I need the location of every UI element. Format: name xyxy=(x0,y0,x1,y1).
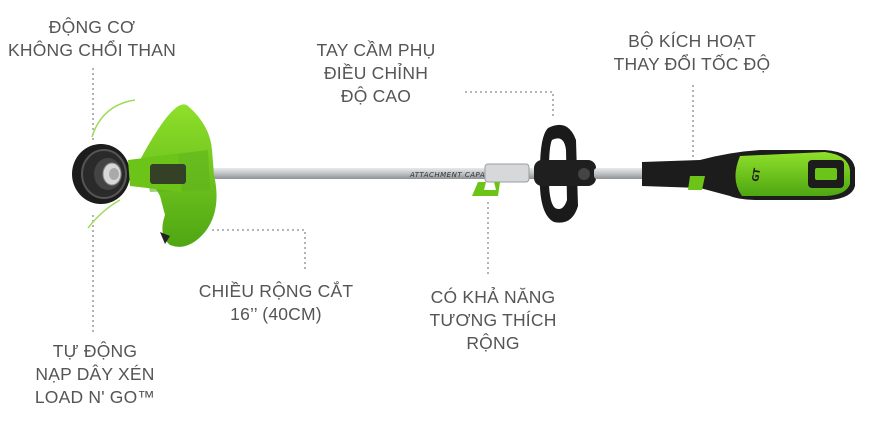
aux-handle-clamp xyxy=(534,160,596,186)
label-brushless-motor: ĐỘNG CƠ KHÔNG CHỔI THAN xyxy=(4,16,180,62)
label-compat-line1: CÓ KHẢ NĂNG xyxy=(430,287,556,307)
label-compat-line3: RỘNG xyxy=(466,333,520,353)
label-trigger-line1: BỘ KÍCH HOẠT xyxy=(628,31,756,51)
label-attachment-compat: CÓ KHẢ NĂNG TƯƠNG THÍCH RỘNG xyxy=(408,286,578,355)
label-compat-line2: TƯƠNG THÍCH xyxy=(429,310,557,330)
rear-shaft xyxy=(594,168,646,179)
label-aux-line3: ĐỘ CAO xyxy=(340,86,412,106)
trimmer-line-top xyxy=(91,99,136,138)
label-trigger-line2: THAY ĐỔI TỐC ĐỘ xyxy=(613,54,771,74)
main-shaft xyxy=(125,168,545,179)
label-motor-line2: KHÔNG CHỔI THAN xyxy=(8,40,176,60)
coupler-knob xyxy=(472,182,500,196)
label-auto-feed: TỰ ĐỘNG NẠP DÂY XÉN LOAD N' GO™ xyxy=(20,340,170,409)
svg-text:GT: GT xyxy=(751,167,763,183)
label-feed-line1: TỰ ĐỘNG xyxy=(52,341,138,361)
label-feed-line3: LOAD N' GO™ xyxy=(34,387,156,407)
leader-cut-width xyxy=(212,229,306,272)
label-motor-line1: ĐỘNG CƠ xyxy=(48,17,136,37)
label-cut-line1: CHIỀU RỘNG CẮT xyxy=(198,281,354,301)
shaft-text: ATTACHMENT CAPABLE xyxy=(409,171,500,179)
label-feed-line2: NẠP DÂY XÉN xyxy=(35,364,155,384)
line-cutter-blade xyxy=(160,232,170,244)
leader-lines xyxy=(92,68,694,335)
label-aux-line2: ĐIỀU CHỈNH xyxy=(323,63,429,83)
shaft-coupler xyxy=(484,163,530,183)
speed-trigger xyxy=(688,176,705,190)
leader-aux-handle xyxy=(465,91,554,118)
trimmer-line-bottom xyxy=(87,199,121,229)
label-cut-line2: 16’’ (40CM) xyxy=(230,304,322,324)
label-aux-handle: TAY CẦM PHỤ ĐIỀU CHỈNH ĐỘ CAO xyxy=(280,39,472,108)
label-cutting-width: CHIỀU RỘNG CẮT 16’’ (40CM) xyxy=(190,280,362,326)
label-aux-line1: TAY CẦM PHỤ xyxy=(316,40,436,60)
label-speed-trigger: BỘ KÍCH HOẠT THAY ĐỔI TỐC ĐỘ xyxy=(592,30,792,76)
